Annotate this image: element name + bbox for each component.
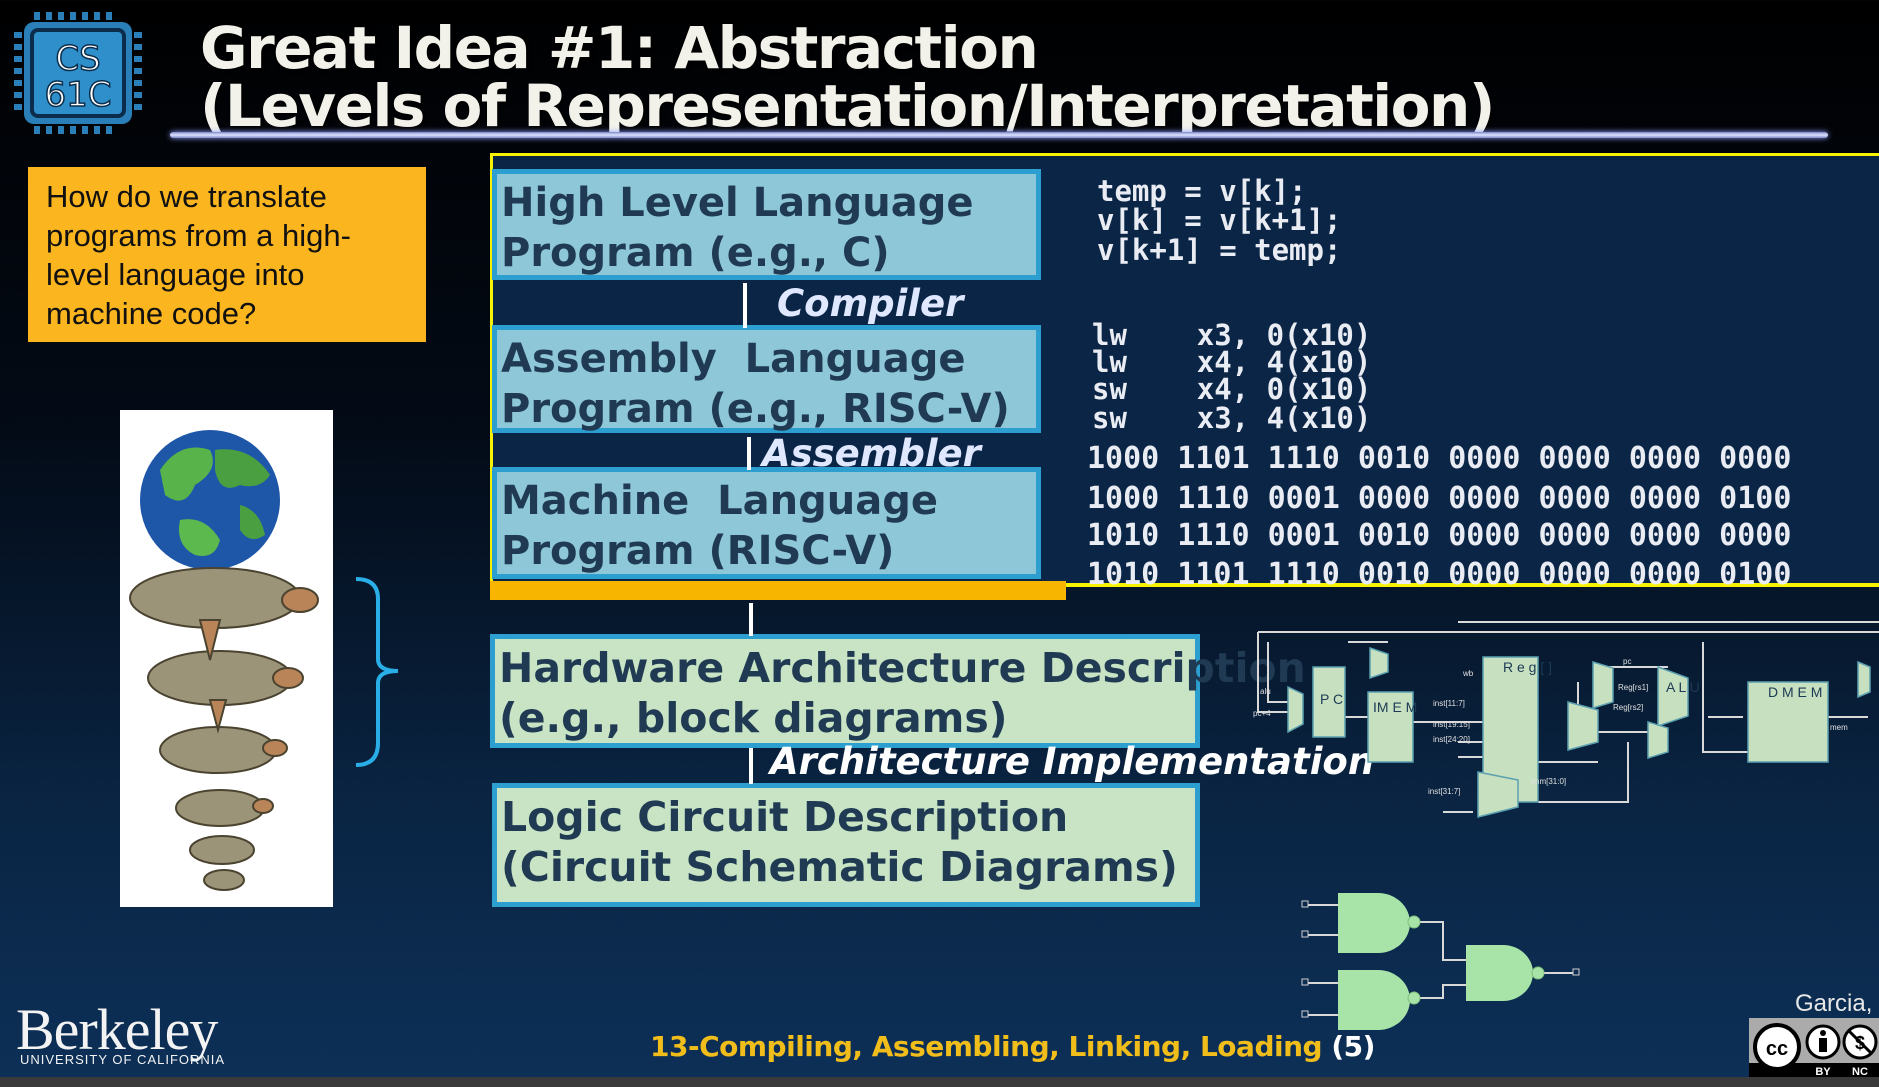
- berkeley-logo: Berkeley: [16, 997, 218, 1062]
- dp-imem: IM E M: [1373, 699, 1417, 715]
- arch-line2: (e.g., block diagrams): [499, 694, 1008, 742]
- hll-program-box: High Level Language Program (e.g., C): [492, 169, 1041, 280]
- asm-code-line: sw x4, 0(x10): [1092, 372, 1372, 406]
- logic-line1: Logic Circuit Description: [501, 793, 1069, 841]
- lecture-footer: 13-Compiling, Assembling, Linking, Loadi…: [650, 1030, 1375, 1063]
- dp-alu: A L U: [1666, 679, 1700, 695]
- creative-commons-badge: cc $ BY NC: [1749, 1018, 1879, 1078]
- dp-reg: R e g [ ]: [1503, 659, 1552, 675]
- machine-code-line: 1000 1101 1110 0010 0000 0000 0000 0000: [1087, 441, 1792, 476]
- berkeley-logo-subtitle: UNIVERSITY OF CALIFORNIA: [20, 1052, 226, 1067]
- dp-inst4: inst[31:7]: [1428, 787, 1460, 796]
- machine-language-box: Machine Language Program (RISC-V): [492, 467, 1041, 579]
- asm-code-line: lw x3, 0(x10): [1092, 318, 1372, 352]
- hll-line1: High Level Language: [501, 180, 974, 226]
- c-code-line: v[k] = v[k+1];: [1097, 203, 1342, 237]
- slide-title-line1: Great Idea #1: Abstraction: [200, 14, 1039, 82]
- bottom-strip: [0, 1077, 1879, 1087]
- yellow-bar: [490, 581, 1066, 600]
- slide-title-line2: (Levels of Representation/Interpretation…: [200, 72, 1495, 140]
- ml-line1: Machine Language: [501, 478, 938, 524]
- dp-alu-label: alu: [1260, 687, 1271, 696]
- machine-code-line: 1000 1110 0001 0000 0000 0000 0000 0100: [1087, 481, 1792, 516]
- cc-by-label: BY: [1815, 1066, 1831, 1078]
- asm-line1: Assembly Language: [501, 336, 966, 382]
- dp-pc: P C: [1320, 691, 1343, 707]
- logic-line2: (Circuit Schematic Diagrams): [501, 843, 1178, 891]
- arch-line1: Hardware Architecture Description: [499, 644, 1306, 692]
- dp-pc4: pc+4: [1253, 709, 1271, 718]
- assembler-connector: [747, 437, 751, 470]
- dp-inst3: inst[24:20]: [1433, 735, 1470, 744]
- cs61c-logo: CS 61C: [14, 12, 142, 134]
- arch-impl-connector: [749, 748, 753, 784]
- logo-line1: CS: [55, 39, 100, 79]
- question-text: How do we translate programs from a high…: [46, 179, 351, 331]
- machine-code-line: 1010 1110 0001 0010 0000 0000 0000 0000: [1087, 518, 1792, 553]
- lecture-title: 13-Compiling, Assembling, Linking, Loadi…: [650, 1030, 1323, 1063]
- dp-pc-label: pc: [1623, 657, 1631, 666]
- dp-dmem: D M E M: [1768, 684, 1822, 700]
- asm-code-line: sw x3, 4(x10): [1092, 401, 1372, 435]
- hardware-architecture-box: Hardware Architecture Description (e.g.,…: [490, 634, 1306, 748]
- compiler-connector: [743, 283, 747, 328]
- ml-line2: Program (RISC-V): [501, 528, 895, 574]
- dp-inst1: inst[11:7]: [1433, 699, 1465, 708]
- title-underline: [170, 132, 1828, 138]
- dp-rs1: Reg[rs1]: [1618, 683, 1648, 692]
- assembly-program-box: Assembly Language Program (e.g., RISC-V): [492, 325, 1041, 433]
- cc-nc-label: NC: [1852, 1066, 1868, 1078]
- datapath-block-diagram: P C IM E M R e g [ ] A L U D M E M imm[3…: [1253, 621, 1879, 818]
- architecture-implementation-label: Architecture Implementation: [770, 740, 1375, 783]
- hll-line2: Program (e.g., C): [501, 230, 890, 276]
- dp-mem-label: mem: [1830, 723, 1848, 732]
- compiler-label: Compiler: [777, 282, 964, 325]
- logo-line2: 61C: [44, 75, 111, 115]
- yellow-frame-bottom: [1066, 583, 1879, 586]
- asm-code-line: lw x4, 4(x10): [1092, 345, 1372, 379]
- ml-to-arch-connector: [749, 603, 753, 636]
- author-name: Garcia, Y: [1795, 990, 1879, 1017]
- logic-gates-schematic: [1301, 893, 1580, 1030]
- dp-wb-label: wb: [1462, 669, 1474, 678]
- machine-code-line: 1010 1101 1110 0010 0000 0000 0000 0100: [1087, 557, 1792, 592]
- asm-line2: Program (e.g., RISC-V): [501, 386, 1010, 432]
- logic-circuit-box: Logic Circuit Description (Circuit Schem…: [492, 783, 1200, 907]
- dp-rs2: Reg[rs2]: [1613, 703, 1643, 712]
- c-code-line: v[k+1] = temp;: [1097, 233, 1342, 267]
- curly-bracket: [355, 577, 399, 767]
- c-code-line: temp = v[k];: [1097, 174, 1307, 208]
- question-callout: How do we translate programs from a high…: [28, 167, 426, 342]
- svg-text:cc: cc: [1766, 1038, 1788, 1060]
- turtles-all-the-way-down-image: [120, 410, 333, 907]
- assembler-label: Assembler: [762, 432, 981, 475]
- slide-number: (5): [1331, 1030, 1375, 1063]
- dp-inst2: inst[19:15]: [1433, 720, 1470, 729]
- dp-imm: imm[31:0]: [1531, 777, 1566, 786]
